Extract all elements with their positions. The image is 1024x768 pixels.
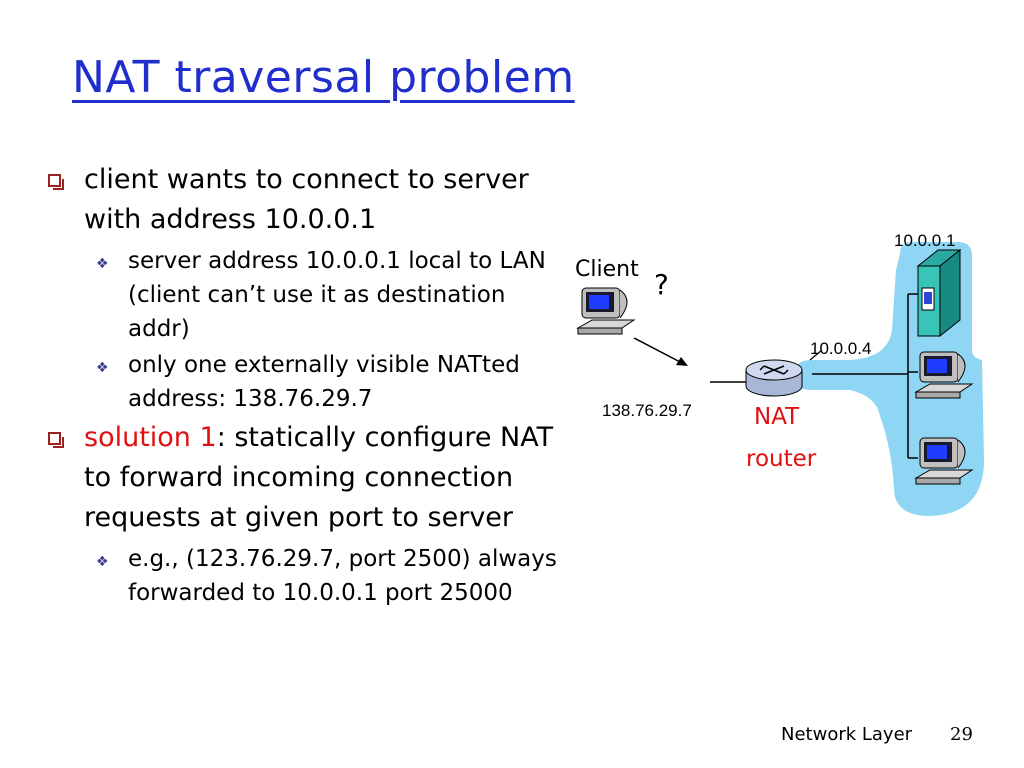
sub-bullet-item: ❖ only one externally visible NATted add… bbox=[40, 348, 570, 416]
slide-title: NAT traversal problem bbox=[72, 52, 575, 103]
sub-bullet-text: only one externally visible NATted addre… bbox=[128, 352, 520, 412]
diamond-bullet-icon: ❖ bbox=[96, 554, 109, 570]
router-icon bbox=[745, 359, 803, 397]
nat-diagram: Client ? 10.0.0.1 10.0.0.4 138.76.29.7 N… bbox=[575, 231, 984, 516]
footer-section: Network Layer bbox=[781, 724, 913, 745]
bullet-text: client wants to connect to server with a… bbox=[84, 164, 529, 235]
router-outside-address-label: 138.76.29.7 bbox=[602, 401, 692, 420]
client-pc-icon bbox=[576, 287, 636, 335]
sub-bullet-text: e.g., (123.76.29.7, port 2500) always fo… bbox=[128, 546, 557, 606]
server-icon bbox=[916, 248, 962, 338]
sub-bullet-item: ❖ server address 10.0.0.1 local to LAN (… bbox=[40, 244, 570, 346]
sub-bullet-text: server address 10.0.0.1 local to LAN (cl… bbox=[128, 248, 546, 342]
page-number: 29 bbox=[950, 724, 973, 745]
diamond-bullet-icon: ❖ bbox=[96, 256, 109, 272]
server-address-label: 10.0.0.1 bbox=[894, 231, 955, 250]
router-inside-address-label: 10.0.0.4 bbox=[810, 339, 871, 358]
client-arrow bbox=[633, 337, 685, 365]
bullet-item: solution 1: statically configure NAT to … bbox=[40, 418, 570, 538]
question-mark: ? bbox=[654, 268, 669, 301]
bullet-list: client wants to connect to server with a… bbox=[40, 160, 570, 612]
square-bullet-icon bbox=[48, 432, 64, 448]
square-bullet-icon bbox=[48, 174, 64, 190]
diamond-bullet-icon: ❖ bbox=[96, 360, 109, 376]
solution-highlight: solution 1 bbox=[84, 422, 217, 453]
router-label: router bbox=[746, 446, 817, 472]
pc-icon bbox=[914, 437, 974, 485]
sub-bullet-item: ❖ e.g., (123.76.29.7, port 2500) always … bbox=[40, 542, 570, 610]
client-label: Client bbox=[575, 257, 639, 282]
bullet-item: client wants to connect to server with a… bbox=[40, 160, 570, 240]
pc-icon bbox=[914, 351, 974, 399]
nat-label: NAT bbox=[754, 404, 800, 430]
bullet-text: : statically configure NAT to forward in… bbox=[84, 422, 554, 533]
